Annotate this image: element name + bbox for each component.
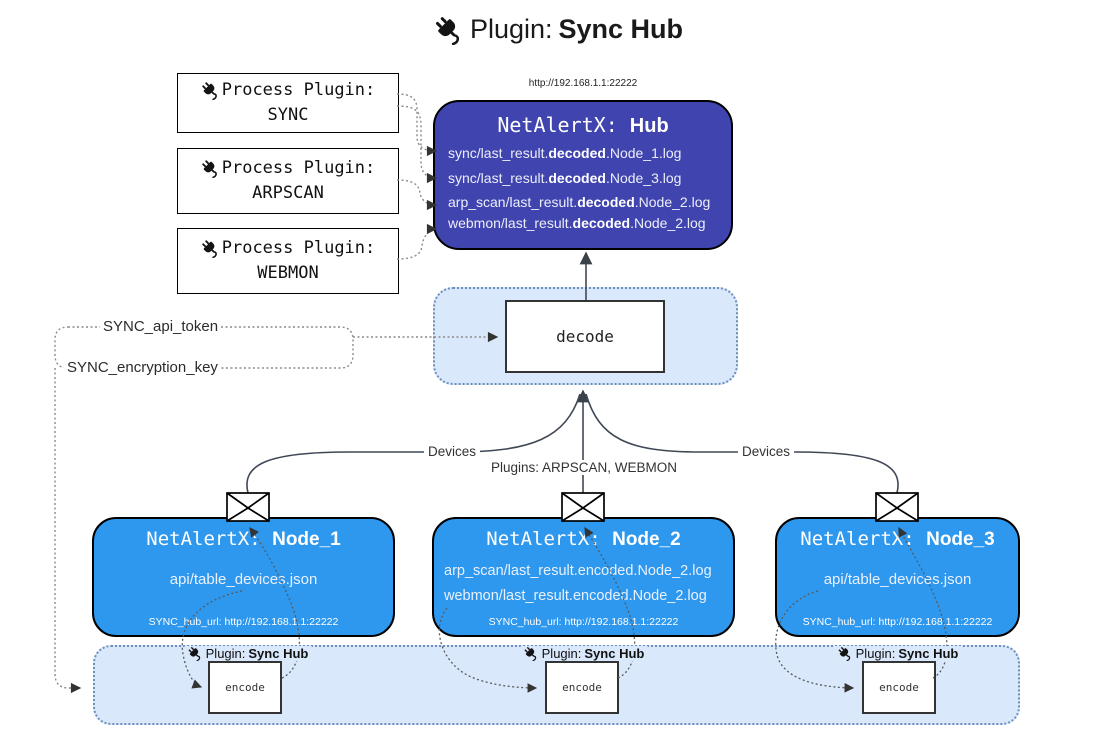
node-1-box: NetAlertX: Node_1 api/table_devices.json… xyxy=(92,517,395,637)
sync-api-token-label: SYNC_api_token xyxy=(100,318,222,335)
node-title: NetAlertX: Node_2 xyxy=(486,528,681,550)
hub-title: NetAlertX: Hub xyxy=(435,113,731,138)
encode-box-3: encode xyxy=(862,661,936,714)
plug-icon xyxy=(838,646,853,661)
node-file-line: webmon/last_result.encoded.Node_2.log xyxy=(444,588,707,604)
process-plugin-label: Process Plugin: xyxy=(221,238,376,259)
process-plugin-name: ARPSCAN xyxy=(252,183,324,203)
hub-title-prefix: NetAlertX: xyxy=(497,113,630,137)
hub-box: NetAlertX: Hub sync/last_result.decoded.… xyxy=(433,100,733,250)
page-title-name: Sync Hub xyxy=(558,14,684,44)
process-plugin-arpscan: Process Plugin: ARPSCAN xyxy=(177,148,399,214)
page-title-prefix: Plugin: xyxy=(469,14,553,44)
edge-config-to-strip xyxy=(54,368,82,694)
sync-encryption-key-label: SYNC_encryption_key xyxy=(64,359,221,376)
process-plugin-webmon: Process Plugin: WEBMON xyxy=(177,228,399,294)
decode-box: decode xyxy=(505,300,665,373)
hub-title-name: Hub xyxy=(629,115,669,137)
edge-sync-to-hub-log1 xyxy=(396,93,438,157)
plug-icon xyxy=(524,646,539,661)
encoder-label-1: Plugin: Sync Hub xyxy=(184,646,312,661)
edge-label-devices-left: Devices xyxy=(423,444,481,459)
node-hub-url: SYNC_hub_url: http://192.168.1.1:22222 xyxy=(488,616,679,628)
encode-box-1: encode xyxy=(208,661,282,714)
hub-url: http://192.168.1.1:22222 xyxy=(528,78,638,89)
node-file-line: arp_scan/last_result.encoded.Node_2.log xyxy=(444,563,712,579)
plug-icon xyxy=(201,159,220,178)
edge-arpscan-to-hub-log3 xyxy=(396,179,438,211)
process-plugin-name: WEBMON xyxy=(257,263,319,283)
process-plugin-sync: Process Plugin: SYNC xyxy=(177,73,399,133)
hub-log-line: webmon/last_result.decoded.Node_2.log xyxy=(448,215,706,231)
hub-log-line: arp_scan/last_result.decoded.Node_2.log xyxy=(448,194,711,210)
plug-icon xyxy=(434,15,464,45)
process-plugin-label: Process Plugin: xyxy=(221,80,376,101)
process-plugin-label: Process Plugin: xyxy=(221,158,376,179)
node-3-box: NetAlertX: Node_3 api/table_devices.json… xyxy=(775,517,1020,637)
plug-icon xyxy=(201,81,220,100)
plug-icon xyxy=(188,646,203,661)
edge-label-plugins: Plugins: ARPSCAN, WEBMON xyxy=(486,460,682,475)
node-title: NetAlertX: Node_3 xyxy=(800,528,995,550)
edge-sync-to-hub-log2 xyxy=(396,105,438,184)
edge-node1-to-decode xyxy=(246,393,581,494)
plug-icon xyxy=(201,239,220,258)
node-title: NetAlertX: Node_1 xyxy=(146,528,341,550)
hub-log-line: sync/last_result.decoded.Node_1.log xyxy=(448,145,682,161)
encode-box-2: encode xyxy=(545,661,619,714)
edge-webmon-to-hub-log4 xyxy=(396,223,438,260)
process-plugin-name: SYNC xyxy=(267,105,309,125)
node-file-line: api/table_devices.json xyxy=(823,571,972,588)
hub-log-line: sync/last_result.decoded.Node_3.log xyxy=(448,170,682,186)
node-2-box: NetAlertX: Node_2 arp_scan/last_result.e… xyxy=(432,517,735,637)
encoder-label-2: Plugin: Sync Hub xyxy=(520,646,648,661)
node-hub-url: SYNC_hub_url: http://192.168.1.1:22222 xyxy=(148,616,339,628)
node-hub-url: SYNC_hub_url: http://192.168.1.1:22222 xyxy=(802,616,993,628)
page-title: Plugin: Sync Hub xyxy=(0,14,1117,45)
edge-label-devices-right: Devices xyxy=(737,444,795,459)
node-file-line: api/table_devices.json xyxy=(169,571,318,588)
encoder-label-3: Plugin: Sync Hub xyxy=(834,646,962,661)
